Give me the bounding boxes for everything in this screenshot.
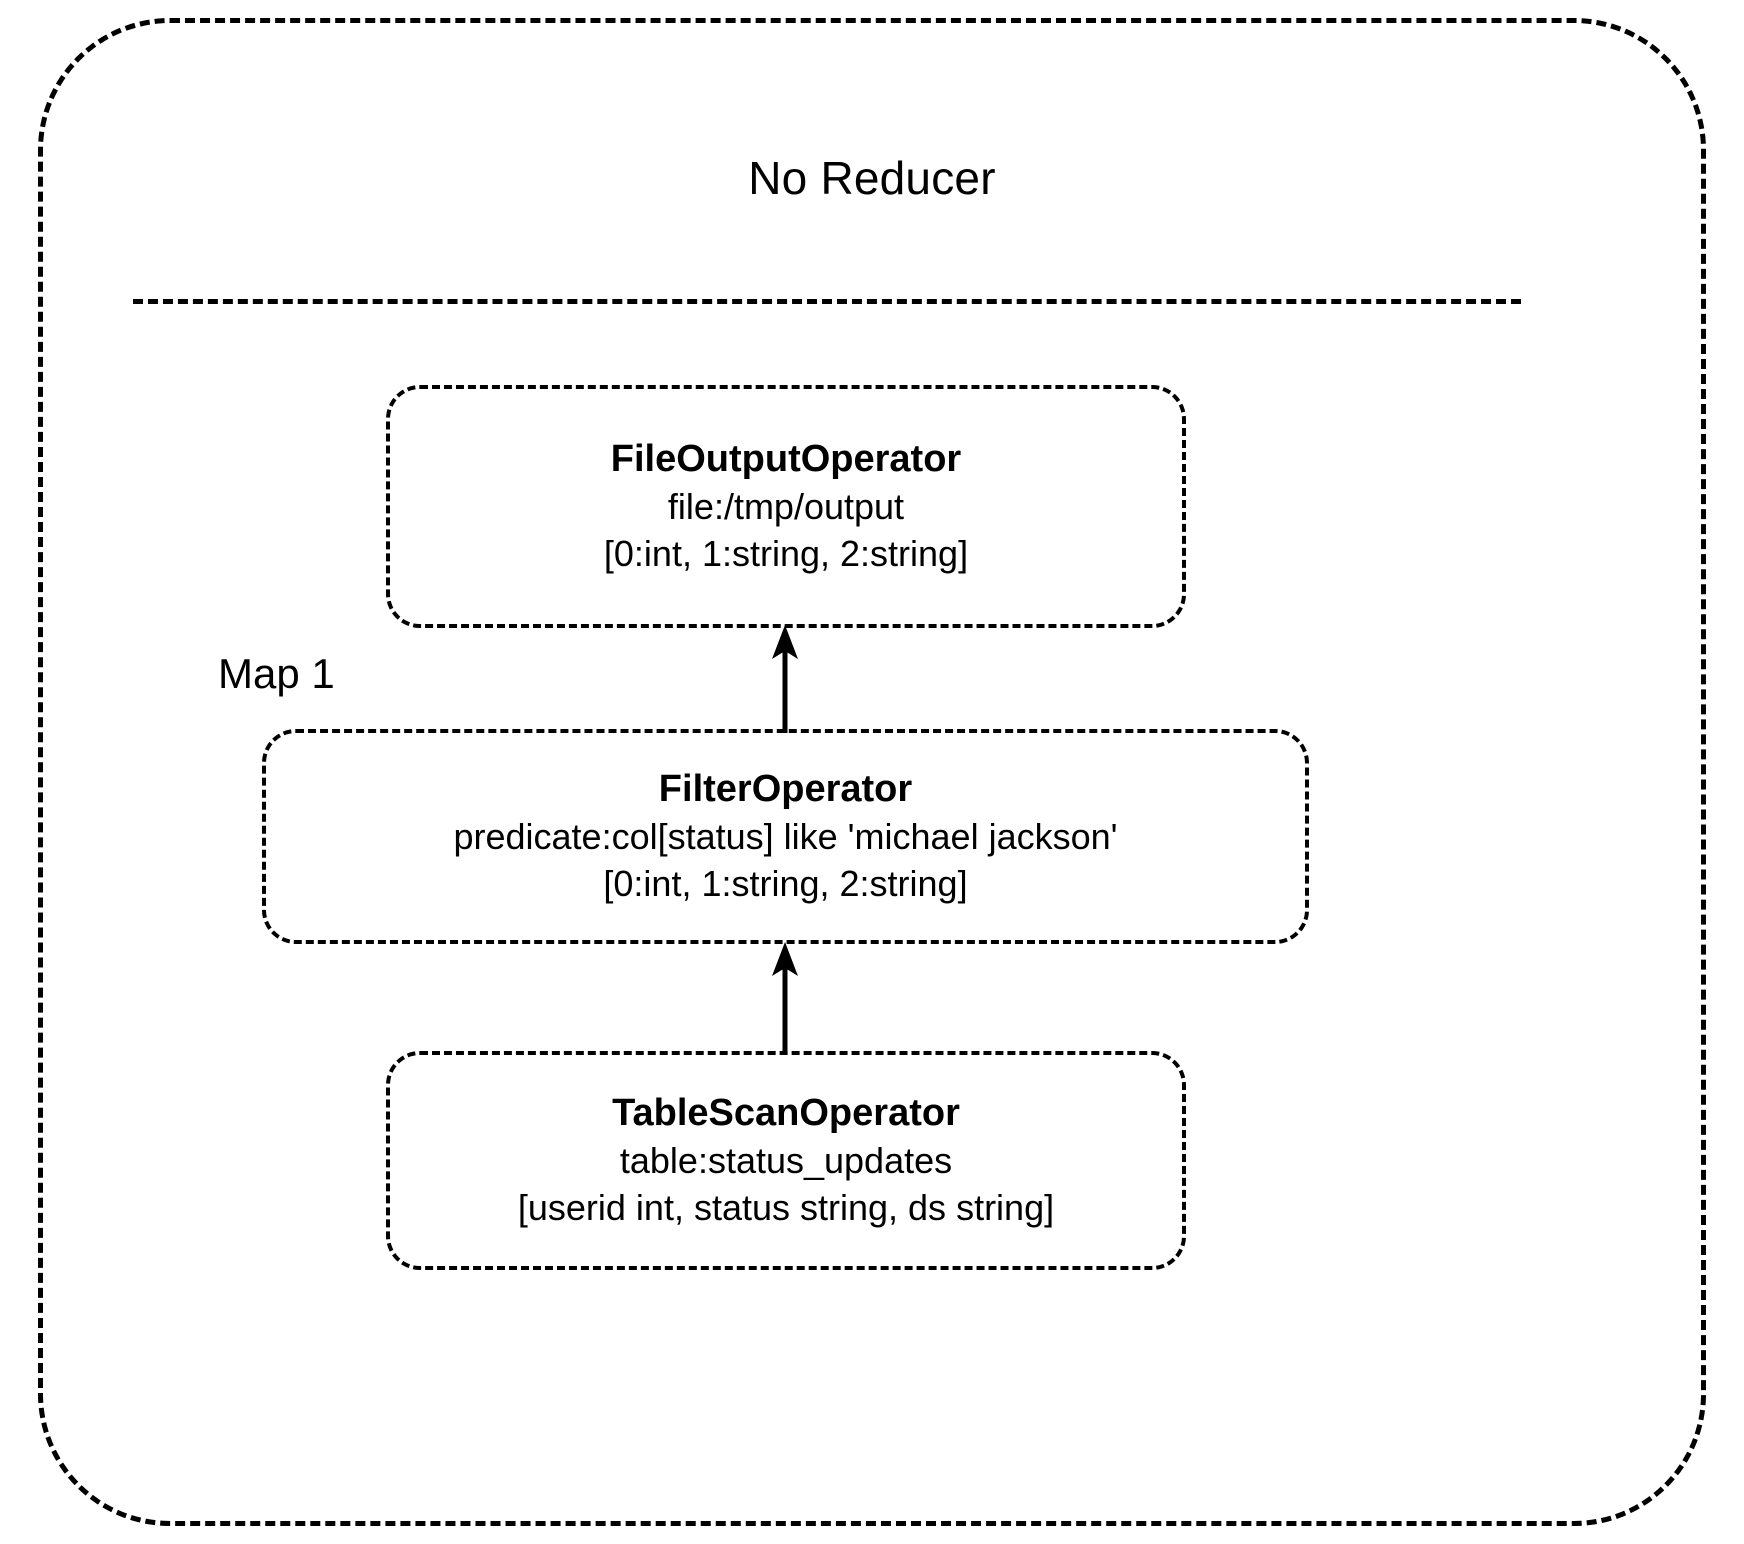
operator-detail-schema: [userid int, status string, ds string] xyxy=(517,1187,1055,1229)
operator-node-fileoutput[interactable]: FileOutputOperator file:/tmp/output [0:i… xyxy=(386,385,1186,628)
operator-detail-schema: [0:int, 1:string, 2:string] xyxy=(603,533,969,575)
no-reducer-container: No Reducer xyxy=(38,18,1706,1526)
operator-detail-path: file:/tmp/output xyxy=(667,486,905,528)
operator-node-filter[interactable]: FilterOperator predicate:col[status] lik… xyxy=(262,729,1309,944)
stage-title: No Reducer xyxy=(748,152,996,204)
operator-node-tablescan[interactable]: TableScanOperator table:status_updates [… xyxy=(386,1051,1186,1270)
operator-detail-schema: [0:int, 1:string, 2:string] xyxy=(603,863,968,905)
operator-title: TableScanOperator xyxy=(612,1092,960,1134)
stage-divider xyxy=(133,299,1521,304)
operator-detail-predicate: predicate:col[status] like 'michael jack… xyxy=(453,816,1118,858)
operator-title: FileOutputOperator xyxy=(610,438,962,480)
edge-filter-to-fileoutput xyxy=(772,625,798,733)
edge-tablescan-to-filter xyxy=(772,942,798,1054)
vertex-label-map-1: Map 1 xyxy=(218,650,335,697)
operator-detail-table: table:status_updates xyxy=(619,1140,953,1182)
operator-title: FilterOperator xyxy=(658,768,913,810)
